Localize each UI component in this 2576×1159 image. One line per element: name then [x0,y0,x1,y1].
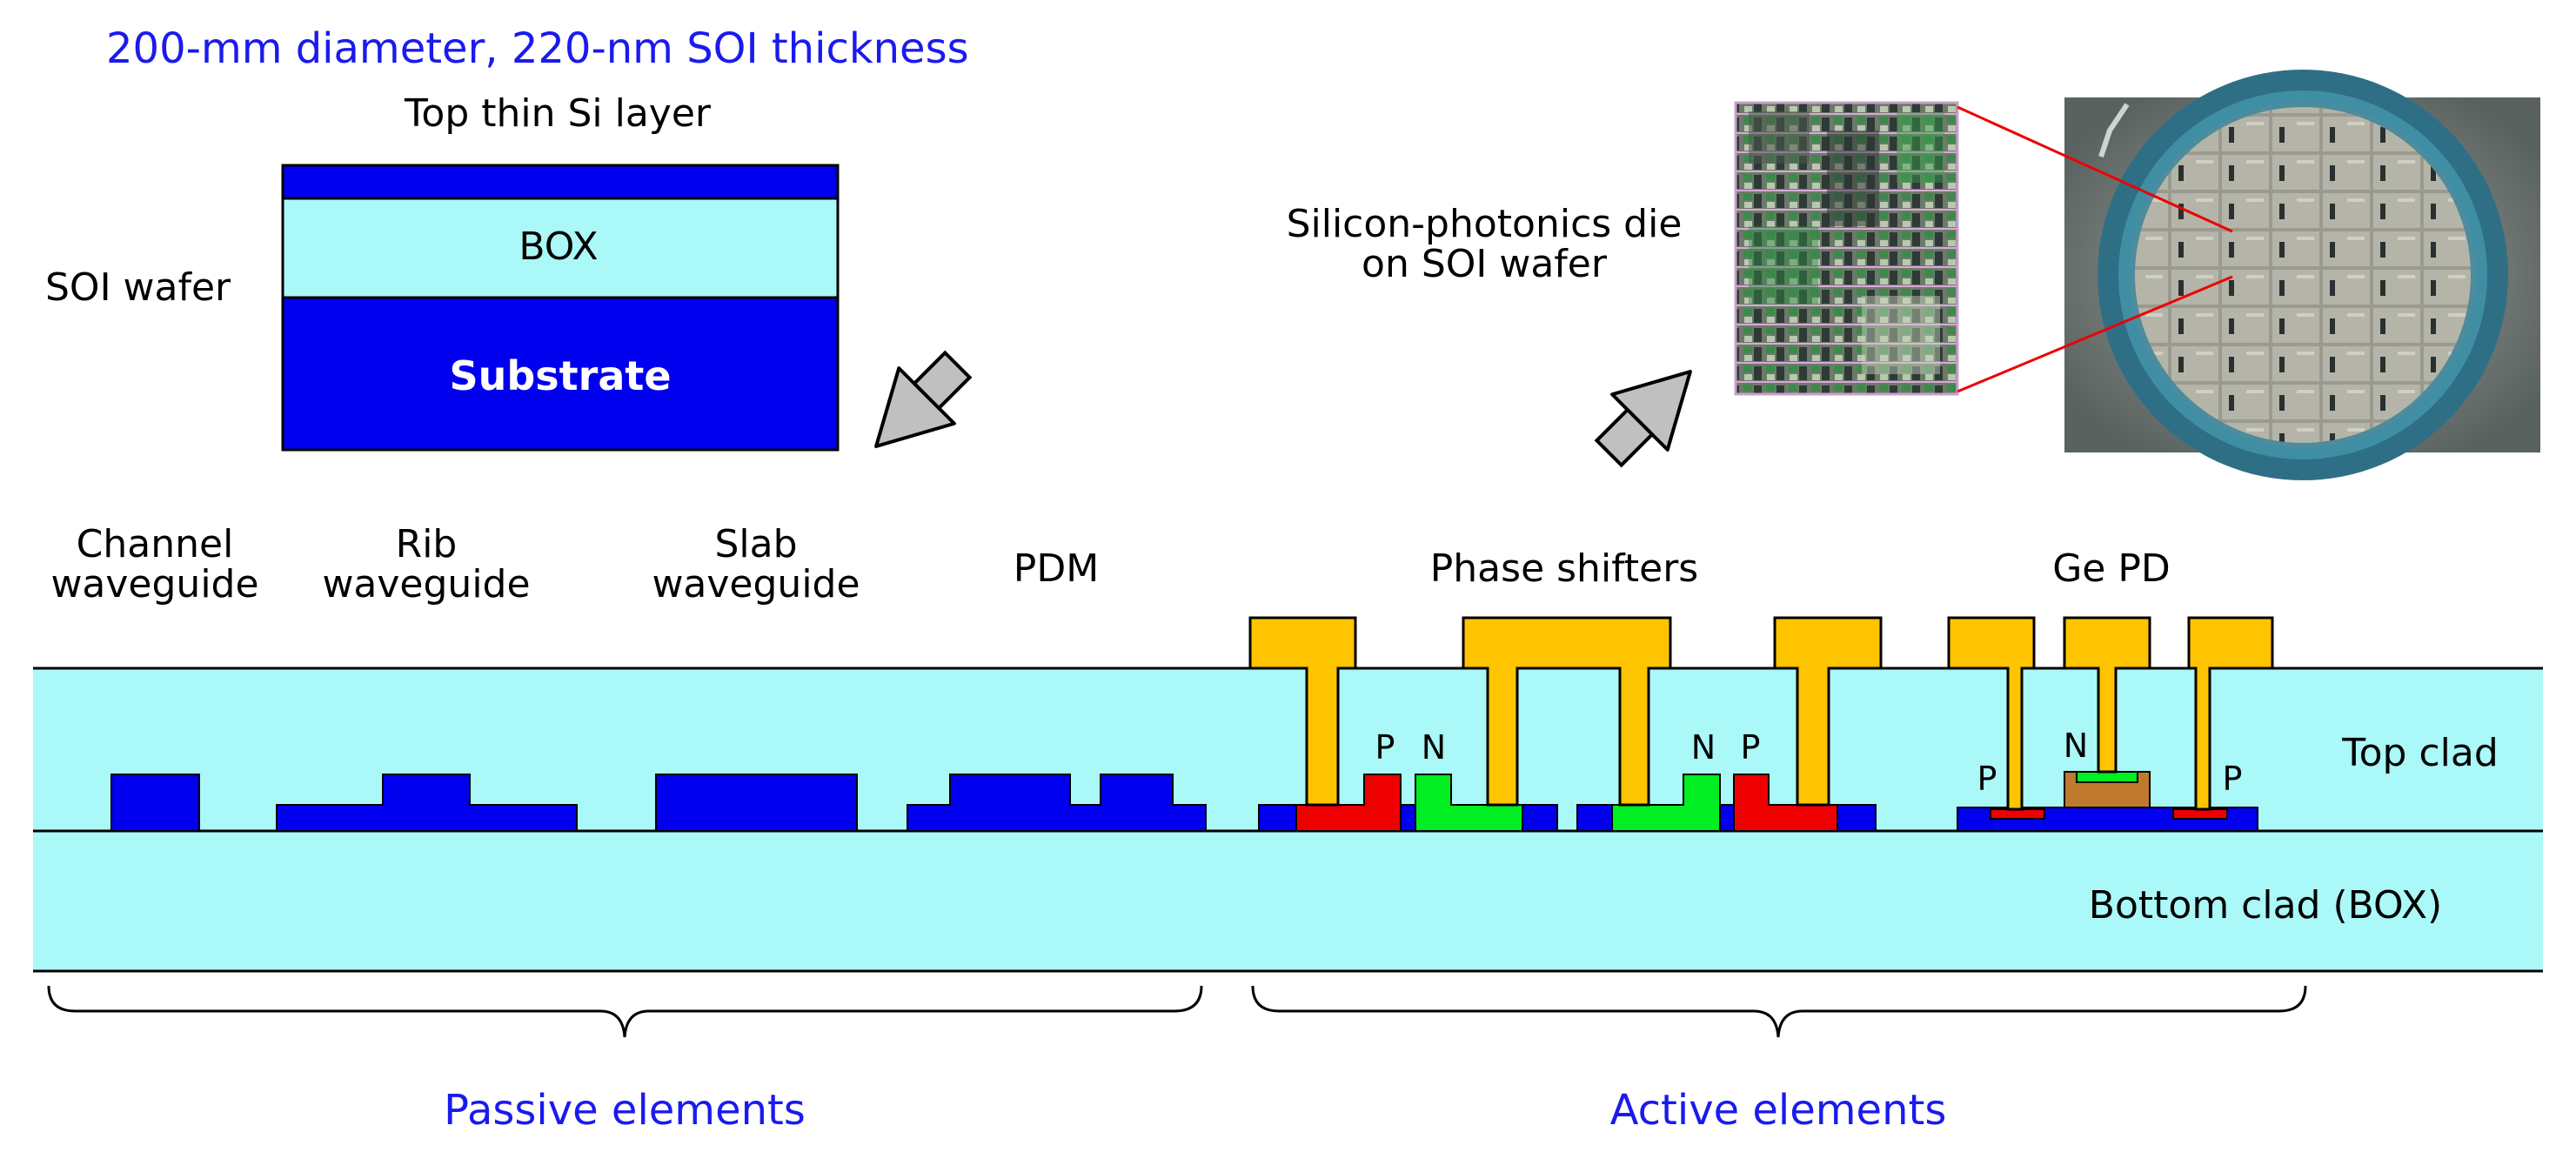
slab-waveguide [655,774,858,832]
active-elements-label: Active elements [1610,1086,1947,1135]
ge-pd-n-contact [2076,771,2138,783]
substrate-layer [281,296,840,452]
cross-section: P N N P P N P Top clad Bottom clad (BOX) [33,616,2543,973]
phase-shifters-label: Phase shifters [1430,546,1698,591]
channel-waveguide [110,774,200,832]
die-label-line1: Silicon-photonics die [1287,202,1683,246]
rib-waveguide-label-line2: waveguide [322,562,530,606]
label-p-pd-left: P [1977,760,1997,798]
top-si-layer-label: Top thin Si layer [404,91,712,136]
rib-waveguide-label-line1: Rib [396,522,458,566]
metal-contact-pd-left [1947,616,2036,811]
substrate-label: Substrate [449,352,671,399]
wafer-photo [2064,70,2540,480]
soi-wafer-stack: Top thin Si layer BOX Substrate SOI wafe… [45,91,840,452]
header-title: 200-mm diameter, 220-nm SOI thickness [106,24,969,73]
metal-contact-pd-right [2187,616,2274,811]
channel-waveguide-label-line2: waveguide [50,562,258,606]
top-clad-label: Top clad [2341,731,2499,775]
pdm-waveguide [907,774,1207,832]
phase-shifter-2-n-region [1611,774,1721,832]
arrow-down-right-icon [874,350,973,448]
label-p-ps2: P [1741,728,1761,767]
bottom-clad-label: Bottom clad (BOX) [2089,883,2442,928]
phase-shifter-1-p-region [1295,774,1402,832]
box-label: BOX [519,224,598,269]
pointer-line-top [1957,105,2233,233]
label-n-pd: N [2064,727,2088,765]
die-label-line2: on SOI wafer [1362,242,1608,286]
rib-waveguide [276,774,578,832]
ge-pd-p-contact-right [2172,808,2228,820]
label-n-ps1: N [1422,728,1446,767]
metal-contact-pd-center [2063,616,2151,774]
box-layer [281,197,840,299]
passive-elements-label: Passive elements [444,1086,806,1135]
phase-shifter-1-n-region [1415,774,1523,832]
metal-contact-2-shared [1462,616,1672,807]
passive-brace [47,985,1203,1038]
slab-waveguide-label-line1: Slab [714,522,797,566]
metal-contact-3 [1773,616,1883,807]
active-brace [1251,985,2307,1038]
ge-pd-p-contact-left [1990,808,2045,820]
phase-shifter-2-p-region [1733,774,1838,832]
die-photo [1734,101,1959,396]
bottom-clad-region [33,831,2543,971]
slab-waveguide-label-line2: waveguide [652,562,860,606]
channel-waveguide-label-line1: Channel [77,522,234,566]
pdm-label: PDM [1014,546,1099,591]
pointer-line-bottom [1957,275,2233,393]
top-si-layer [281,164,840,200]
label-p-ps1: P [1375,728,1395,767]
soi-wafer-label: SOI wafer [45,265,231,310]
label-n-ps2: N [1691,728,1716,767]
label-p-pd-right: P [2223,760,2243,798]
ge-pd-label: Ge PD [2052,546,2171,591]
arrow-up-right-icon [1594,370,1692,468]
metal-contact-1 [1248,616,1357,807]
